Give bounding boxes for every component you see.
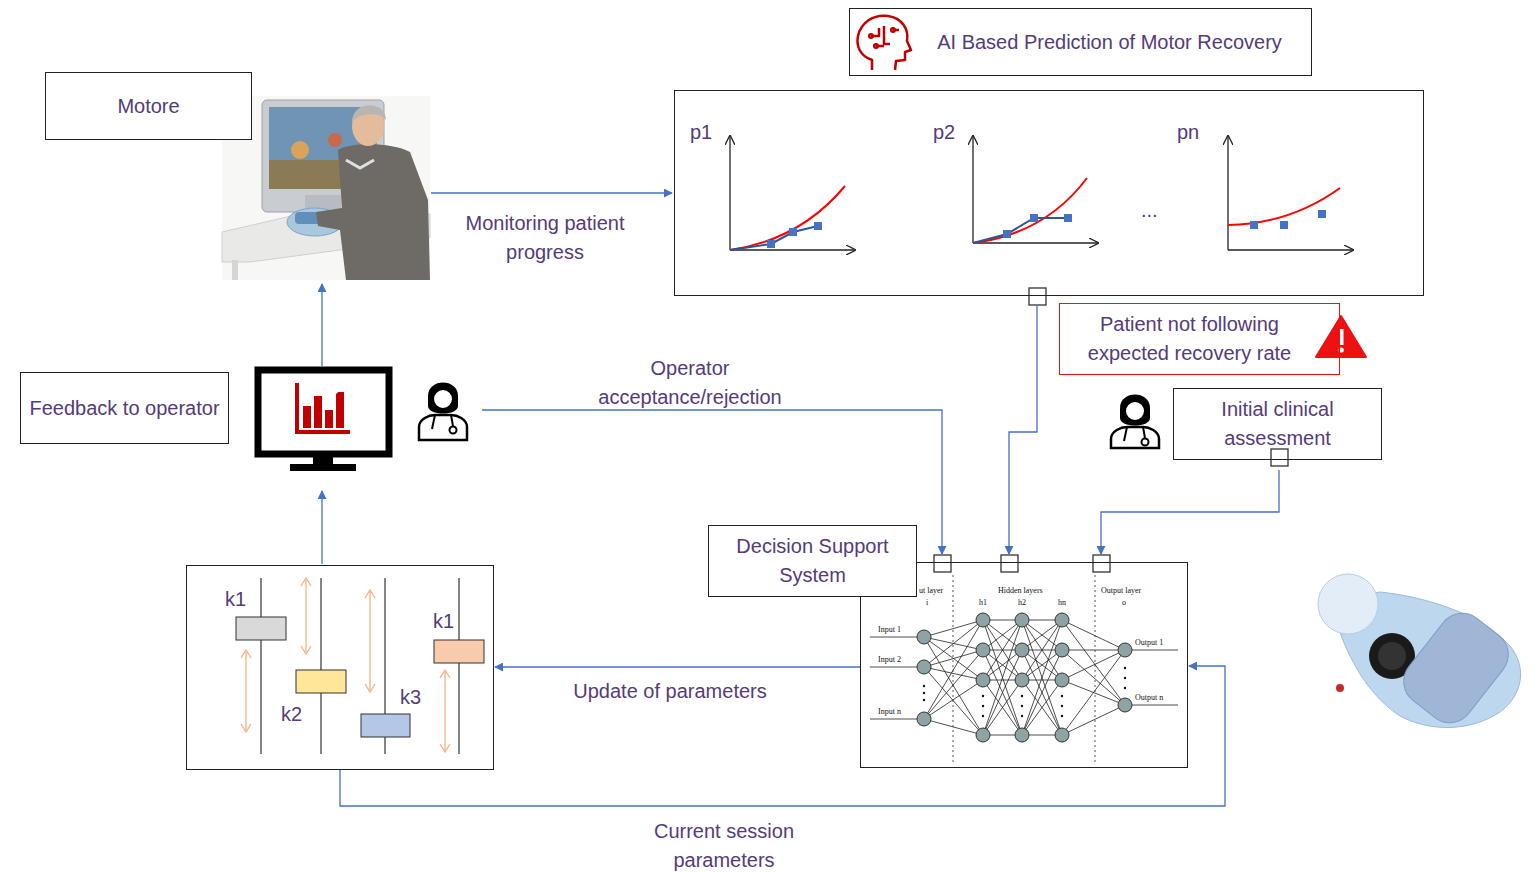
axis-name: p2 [933,121,955,143]
axis-name: k2 [281,703,302,725]
network-label: h2 [1018,599,1026,607]
box-text: AI Based Prediction of Motor Recovery [937,28,1282,57]
layer-heading: Output layer [1101,587,1141,596]
axis-name: k1 [433,610,454,632]
connector [1009,306,1037,554]
recovery-plots [730,136,1353,250]
device-label-box: Motore [45,72,252,140]
edge-label: Current session parameters [637,817,812,872]
network-label: Input n [878,708,901,716]
doctor-icon [419,383,467,441]
network-label: Input 1 [878,626,901,634]
brain-icon [858,16,911,70]
feedback-box: Feedback to operator [20,372,229,444]
box-text: Motore [117,92,179,121]
box-text: Decision Support System [717,532,908,590]
plots-panel: p1 p2... pn [674,90,1424,296]
axis-name: k3 [400,686,421,708]
neural-network [870,575,1178,765]
motore-device [1318,574,1521,732]
monitor-icon [258,370,389,471]
parameter-sliders [236,578,484,754]
network-label: o [1122,599,1126,607]
flow-label: Monitoring patient progress [445,209,645,267]
network-label: hn [1058,599,1066,607]
network-label: Input 2 [878,656,901,664]
connector [495,666,860,667]
flow-label: Operator acceptance/rejection [583,354,798,412]
network-label: Output 1 [1135,639,1163,647]
dss-label-box: Decision Support System [708,525,917,597]
layer-heading: ut layer [919,587,943,596]
title-box: AI Based Prediction of Motor Recovery [849,8,1312,76]
network-label: h1 [979,599,987,607]
assessment-box: Initial clinical assessment [1173,388,1382,460]
axis-name: ... [1141,199,1158,221]
axis-name: p1 [690,121,712,143]
doctor-icon [1111,395,1159,449]
edge-label: Update of parameters [540,677,800,706]
network-label: i [926,599,928,607]
axis-name: k1 [225,588,246,610]
layer-heading: Hidden layers [998,587,1043,596]
box-text: Feedback to operator [29,394,219,423]
axis-name: pn [1177,121,1199,143]
connector [340,666,1225,806]
network-label: Output n [1135,694,1163,702]
sliders-box: k1 k2 k3 k1 [186,565,494,770]
patient-photo [222,96,430,280]
box-text: Patient not following expected recovery … [1068,310,1311,368]
flow-arrow [322,193,942,564]
connector [1101,470,1279,554]
box-text: Initial clinical assessment [1182,395,1373,453]
warning-box: Patient not following expected recovery … [1059,303,1340,375]
warning-icon [1316,316,1366,357]
